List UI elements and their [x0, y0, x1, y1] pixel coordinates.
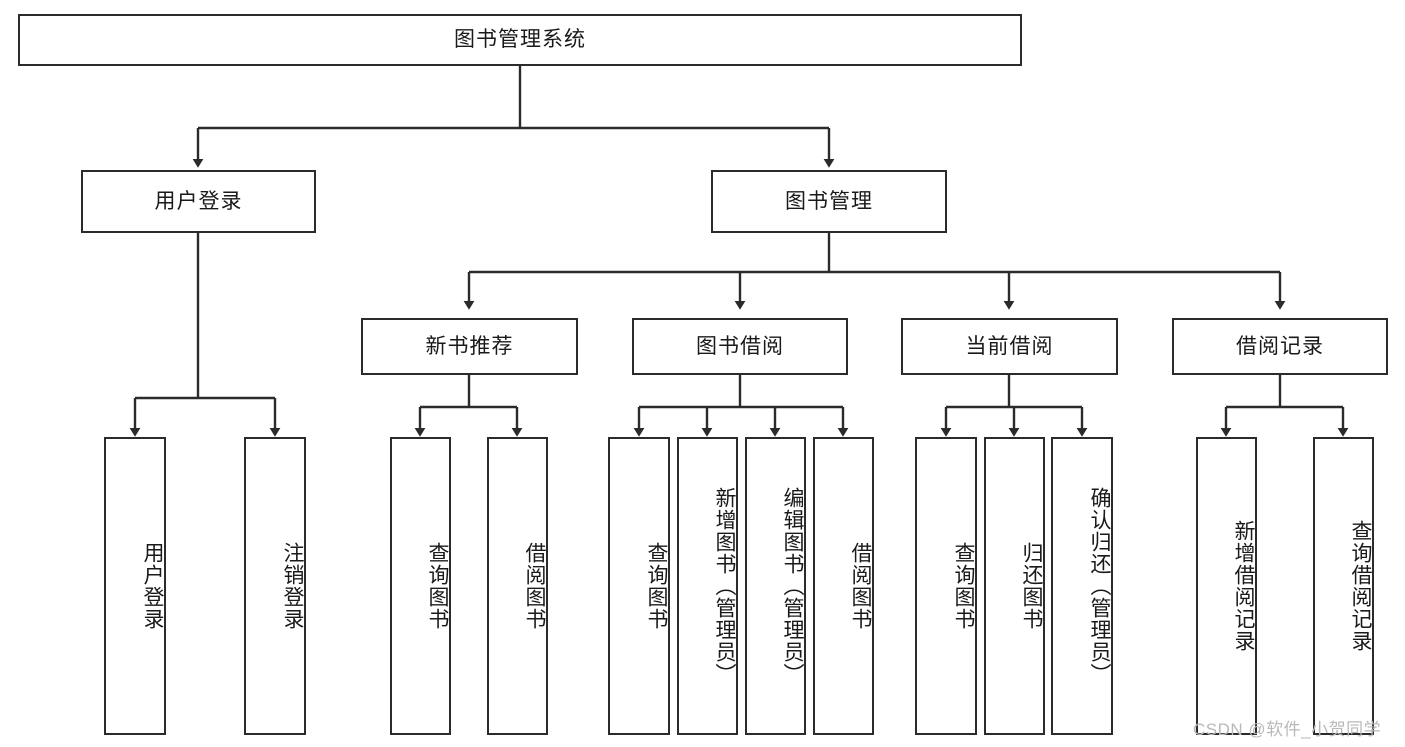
leaf-book-borrow-query-book[interactable]: 查询图书: [608, 437, 670, 735]
node-label: 查询图书: [645, 542, 668, 630]
node-book-borrow[interactable]: 图书借阅: [632, 318, 848, 375]
node-new-book-recommend[interactable]: 新书推荐: [361, 318, 578, 375]
csdn-watermark: CSDN @软件_小贺同学: [1193, 720, 1382, 739]
node-label: 确认归还（管理员）: [1088, 487, 1111, 685]
node-label: 当前借阅: [965, 334, 1054, 358]
node-label: 查询图书: [952, 542, 975, 630]
node-label: 查询图书: [426, 542, 449, 630]
leaf-book-borrow-add-book-admin[interactable]: 新增图书（管理员）: [677, 437, 738, 735]
leaf-new-book-query-book[interactable]: 查询图书: [390, 437, 451, 735]
leaf-book-borrow-borrow-book[interactable]: 借阅图书: [813, 437, 874, 735]
leaf-current-borrow-return-book[interactable]: 归还图书: [984, 437, 1045, 735]
node-label: 用户登录: [141, 542, 164, 630]
node-user-login[interactable]: 用户登录: [81, 170, 316, 233]
leaf-borrow-records-add-record[interactable]: 新增借阅记录: [1196, 437, 1257, 735]
node-current-borrow[interactable]: 当前借阅: [901, 318, 1118, 375]
leaf-user-login-login[interactable]: 用户登录: [104, 437, 166, 735]
leaf-new-book-borrow-book[interactable]: 借阅图书: [487, 437, 548, 735]
node-label: 编辑图书（管理员）: [781, 487, 804, 685]
node-label: 借阅记录: [1236, 334, 1324, 358]
node-label: 图书管理系统: [454, 28, 586, 52]
node-label: 归还图书: [1020, 542, 1043, 630]
leaf-user-login-logout[interactable]: 注销登录: [244, 437, 306, 735]
node-label: 图书管理: [785, 189, 873, 213]
leaf-borrow-records-query-record[interactable]: 查询借阅记录: [1313, 437, 1374, 735]
leaf-current-borrow-confirm-return-admin[interactable]: 确认归还（管理员）: [1051, 437, 1113, 735]
node-label: 新增图书（管理员）: [713, 487, 736, 685]
node-label: 新增借阅记录: [1232, 520, 1255, 652]
node-book-management[interactable]: 图书管理: [711, 170, 947, 233]
node-root-book-management-system[interactable]: 图书管理系统: [18, 14, 1022, 66]
node-label: 借阅图书: [523, 542, 546, 630]
node-label: 用户登录: [154, 189, 243, 213]
node-borrow-records[interactable]: 借阅记录: [1172, 318, 1388, 375]
node-label: 注销登录: [281, 542, 304, 630]
leaf-current-borrow-query-book[interactable]: 查询图书: [915, 437, 977, 735]
leaf-book-borrow-edit-book-admin[interactable]: 编辑图书（管理员）: [745, 437, 806, 735]
node-label: 借阅图书: [849, 542, 872, 630]
node-label: 查询借阅记录: [1349, 520, 1372, 652]
node-label: 图书借阅: [696, 334, 784, 358]
node-label: 新书推荐: [425, 334, 514, 358]
